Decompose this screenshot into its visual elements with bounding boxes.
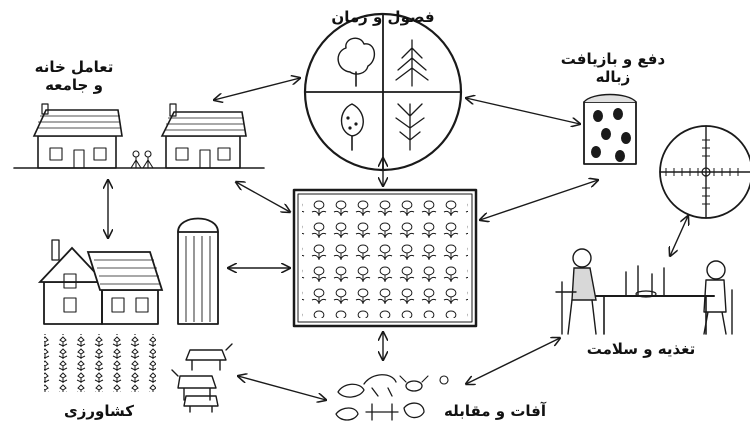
label-pests: آفات و مقابله xyxy=(443,402,546,420)
label-waste-line1: دفع و بازیافت xyxy=(560,50,666,68)
pests-icon xyxy=(335,374,449,421)
label-nutrition: تغذیه و سلامت xyxy=(586,340,696,358)
crop-field xyxy=(292,188,478,328)
livestock-icon xyxy=(171,343,233,413)
waste-bin-icon xyxy=(583,93,637,165)
label-home-community-line1: تعامل خانه xyxy=(34,58,114,76)
summer-tree-icon xyxy=(337,37,375,87)
seasons-circle xyxy=(303,12,463,172)
farmhouse xyxy=(37,239,164,325)
crosshair-gauge-icon xyxy=(659,125,750,219)
connector-arrows xyxy=(108,78,688,400)
winter-pine-icon xyxy=(395,39,429,87)
people-icon xyxy=(130,150,154,169)
label-farming: کشاورزی xyxy=(64,402,134,420)
label-home-community-line2: و جامعه xyxy=(45,76,103,94)
bare-tree-icon xyxy=(395,103,425,151)
silo xyxy=(177,217,219,325)
label-waste: دفع و بازیافت زباله xyxy=(558,50,668,86)
label-home-community: تعامل خانه و جامعه xyxy=(14,58,134,94)
label-seasons: فصول و زمان xyxy=(331,8,435,26)
dining-scene xyxy=(555,248,733,335)
autumn-tree-icon xyxy=(340,103,364,151)
community-houses xyxy=(13,103,265,169)
crop-rows xyxy=(44,334,156,392)
label-waste-line2: زباله xyxy=(595,68,631,86)
